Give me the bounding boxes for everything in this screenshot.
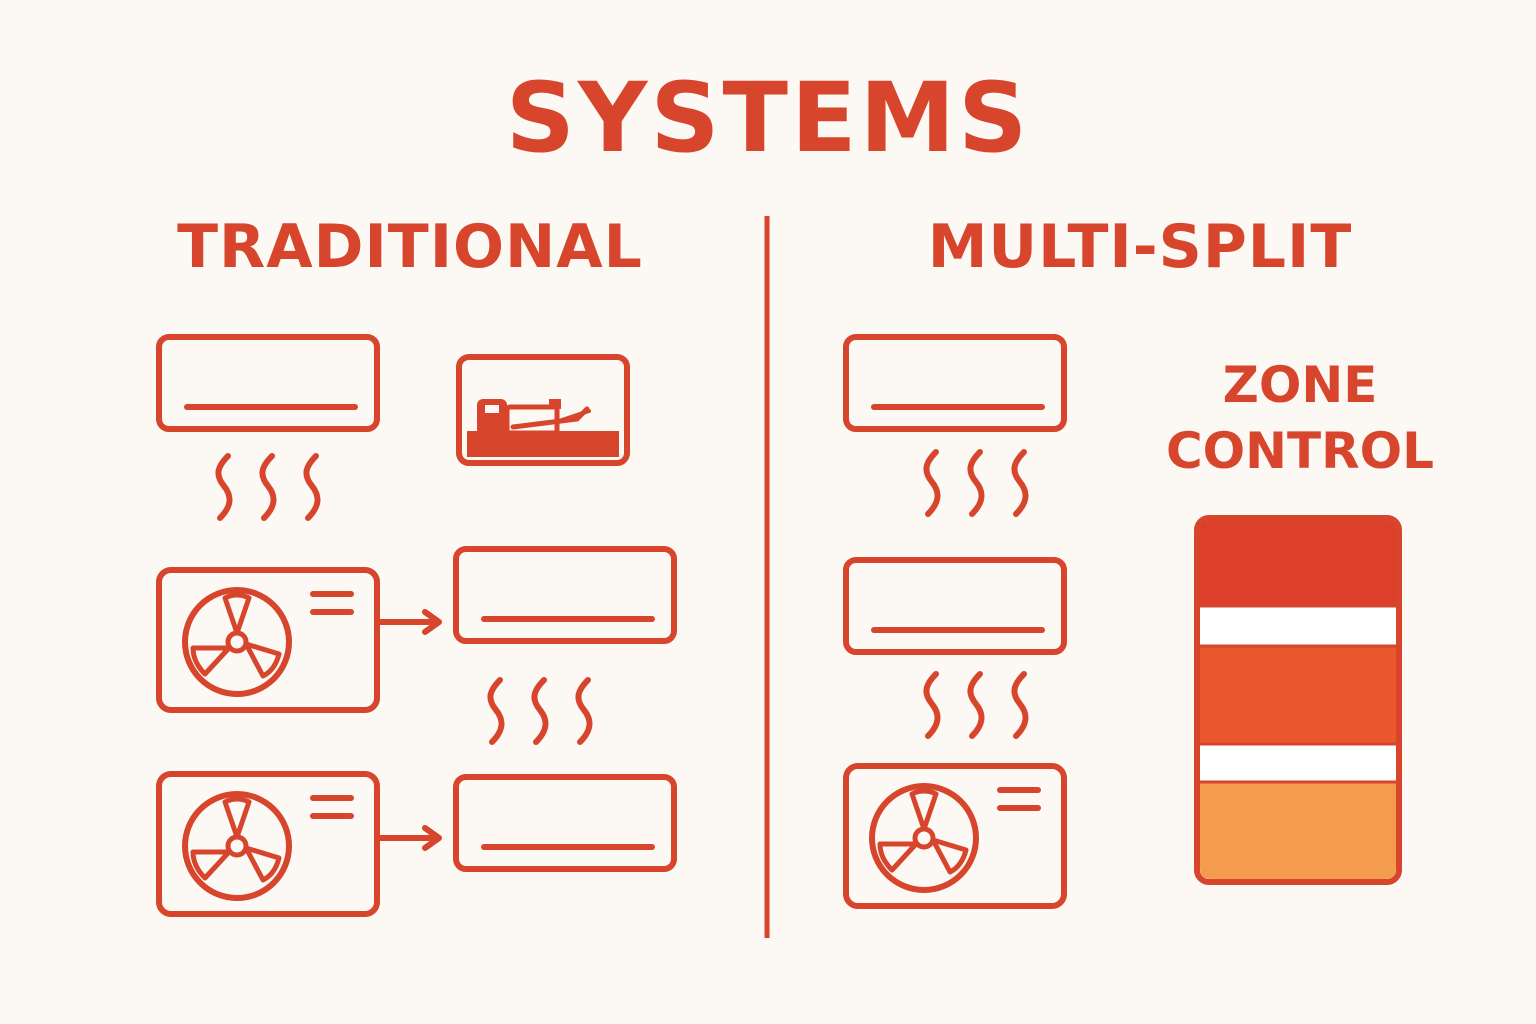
zone-control-line2: CONTROL xyxy=(1165,422,1435,480)
arrow-right-icon xyxy=(379,828,439,848)
page-title: SYSTEMS xyxy=(505,62,1031,174)
indoor-unit-icon xyxy=(456,777,674,869)
zone-control-label: ZONE CONTROL xyxy=(1140,352,1460,484)
heat-waves-icon xyxy=(926,674,1025,736)
indoor-unit-icon xyxy=(846,560,1064,652)
arrow-right-icon xyxy=(379,612,439,632)
indoor-unit-icon xyxy=(846,337,1064,429)
outdoor-unit-icon xyxy=(159,570,377,710)
heat-waves-icon xyxy=(218,456,317,518)
outdoor-unit-icon xyxy=(846,766,1064,906)
zone-control-panel-icon xyxy=(1194,515,1402,885)
indoor-unit-icon xyxy=(456,549,674,641)
zone-control-line1: ZONE xyxy=(1222,356,1378,414)
indoor-unit-icon xyxy=(159,337,377,429)
heat-waves-icon xyxy=(926,452,1025,514)
heat-waves-icon xyxy=(490,680,589,742)
outdoor-unit-icon xyxy=(159,774,377,914)
traditional-heading: TRADITIONAL xyxy=(177,212,643,282)
multi-split-heading: MULTI-SPLIT xyxy=(927,212,1353,282)
window-unit-icon xyxy=(459,357,627,463)
